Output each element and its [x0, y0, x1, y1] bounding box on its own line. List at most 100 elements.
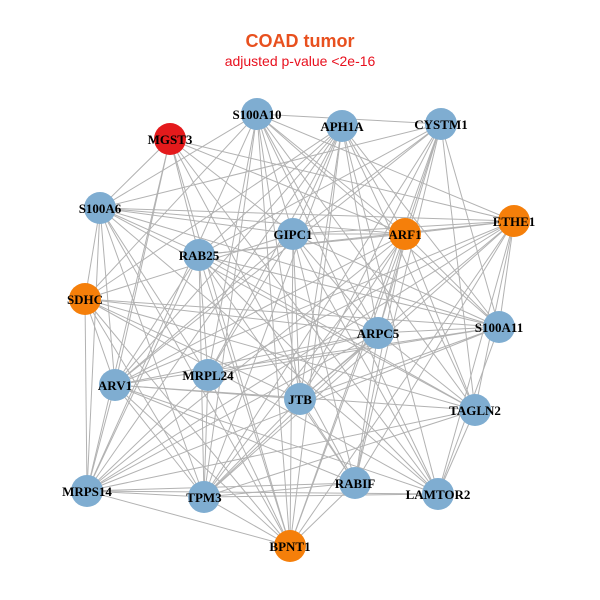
node-circle[interactable]: [284, 383, 316, 415]
edge-cystm1-tpm3: [203, 123, 442, 498]
node-circle[interactable]: [326, 110, 358, 142]
node-circle[interactable]: [183, 239, 215, 271]
edge-aph1a-arpc5: [341, 125, 379, 334]
edge-ethe1-bpnt1: [289, 220, 515, 547]
edge-mrpl24-tpm3: [203, 374, 209, 498]
node-label: APH1A: [320, 119, 364, 134]
edge-s100a10-s100a6: [99, 113, 258, 209]
node-arf1[interactable]: ARF1: [388, 218, 422, 250]
node-gipc1[interactable]: GIPC1: [274, 218, 313, 250]
node-circle[interactable]: [192, 359, 224, 391]
node-circle[interactable]: [277, 218, 309, 250]
node-circle[interactable]: [154, 123, 186, 155]
edge-arf1-s100a11: [404, 233, 500, 328]
node-s100a11[interactable]: S100A11: [475, 311, 523, 343]
node-sdhc[interactable]: SDHC: [67, 283, 103, 315]
edge-aph1a-jtb: [299, 125, 343, 400]
node-label: RAB25: [179, 248, 220, 263]
edge-arv1-mrps14: [86, 384, 116, 492]
edge-mgst3-s100a6: [99, 138, 171, 209]
edge-s100a10-gipc1: [256, 113, 294, 235]
node-label: ETHE1: [493, 214, 536, 229]
node-mrpl24[interactable]: MRPL24: [182, 359, 234, 391]
edge-aph1a-arf1: [341, 125, 406, 235]
node-circle[interactable]: [69, 283, 101, 315]
edge-s100a10-s100a11: [256, 113, 500, 328]
edge-arf1-rabif: [354, 233, 406, 484]
node-jtb[interactable]: JTB: [284, 383, 316, 415]
node-circle[interactable]: [99, 369, 131, 401]
edge-ethe1-s100a11: [498, 220, 515, 328]
edge-arv1-tpm3: [114, 384, 205, 498]
edge-s100a6-mrps14: [86, 207, 101, 492]
node-arv1[interactable]: ARV1: [98, 369, 132, 401]
node-circle[interactable]: [362, 317, 394, 349]
node-s100a6[interactable]: S100A6: [79, 192, 122, 224]
edge-s100a10-lamtor2: [256, 113, 439, 495]
node-circle[interactable]: [84, 192, 116, 224]
edge-mgst3-bpnt1: [169, 138, 291, 547]
network-subtitle: adjusted p-value <2e-16: [225, 53, 376, 69]
node-circle[interactable]: [241, 98, 273, 130]
node-mrps14[interactable]: MRPS14: [62, 475, 112, 507]
edge-s100a10-tpm3: [203, 113, 258, 498]
edge-arf1-arv1: [114, 233, 406, 386]
edge-sdhc-tagln2: [84, 298, 476, 411]
edge-arpc5-mrpl24: [207, 332, 379, 376]
node-circle[interactable]: [498, 205, 530, 237]
node-tpm3[interactable]: TPM3: [186, 481, 222, 513]
edge-cystm1-rabif: [354, 123, 442, 484]
edge-rab25-rabif: [198, 254, 356, 484]
node-ethe1[interactable]: ETHE1: [493, 205, 536, 237]
node-bpnt1[interactable]: BPNT1: [269, 530, 311, 562]
node-label: MGST3: [148, 132, 193, 147]
edge-cystm1-rab25: [198, 123, 442, 256]
edge-ethe1-rabif: [354, 220, 515, 484]
edge-mgst3-mrps14: [86, 138, 171, 492]
node-circle[interactable]: [425, 108, 457, 140]
node-circle[interactable]: [389, 218, 421, 250]
node-rab25[interactable]: RAB25: [179, 239, 220, 271]
node-circle[interactable]: [71, 475, 103, 507]
edge-mrpl24-mrps14: [86, 374, 209, 492]
edge-sdhc-tpm3: [84, 298, 205, 498]
node-s100a10[interactable]: S100A10: [232, 98, 282, 130]
edge-arpc5-jtb: [299, 332, 379, 400]
edge-sdhc-arpc5: [84, 298, 379, 334]
node-rabif[interactable]: RABIF: [335, 467, 376, 499]
edge-sdhc-jtb: [84, 298, 301, 400]
node-circle[interactable]: [339, 467, 371, 499]
edge-gipc1-lamtor2: [292, 233, 439, 495]
network-title: COAD tumor: [246, 31, 355, 51]
edge-arv1-lamtor2: [114, 384, 439, 495]
edge-ethe1-mrpl24: [207, 220, 515, 376]
node-circle[interactable]: [459, 394, 491, 426]
edge-s100a6-gipc1: [99, 207, 294, 235]
node-mgst3[interactable]: MGST3: [148, 123, 193, 155]
edge-arf1-jtb: [299, 233, 406, 400]
node-tagln2[interactable]: TAGLN2: [449, 394, 501, 426]
edge-sdhc-bpnt1: [84, 298, 291, 547]
node-circle[interactable]: [483, 311, 515, 343]
edge-rab25-tagln2: [198, 254, 476, 411]
edge-gipc1-arv1: [114, 233, 294, 386]
edge-arf1-mrps14: [86, 233, 406, 492]
node-lamtor2[interactable]: LAMTOR2: [406, 478, 471, 510]
node-cystm1[interactable]: CYSTM1: [414, 108, 468, 140]
edge-tagln2-tpm3: [203, 409, 476, 498]
edge-rabif-tpm3: [203, 482, 356, 498]
node-label: TPM3: [186, 490, 222, 505]
edge-ethe1-lamtor2: [437, 220, 515, 495]
node-aph1a[interactable]: APH1A: [320, 110, 364, 142]
edge-mrps14-lamtor2: [86, 490, 439, 495]
edge-s100a10-mrps14: [86, 113, 258, 492]
node-circle[interactable]: [422, 478, 454, 510]
node-arpc5[interactable]: ARPC5: [357, 317, 400, 349]
edge-mgst3-ethe1: [169, 138, 515, 222]
edge-arf1-arpc5: [377, 233, 406, 334]
edge-cystm1-gipc1: [292, 123, 442, 235]
node-label: TAGLN2: [449, 403, 501, 418]
node-circle[interactable]: [274, 530, 306, 562]
node-circle[interactable]: [188, 481, 220, 513]
